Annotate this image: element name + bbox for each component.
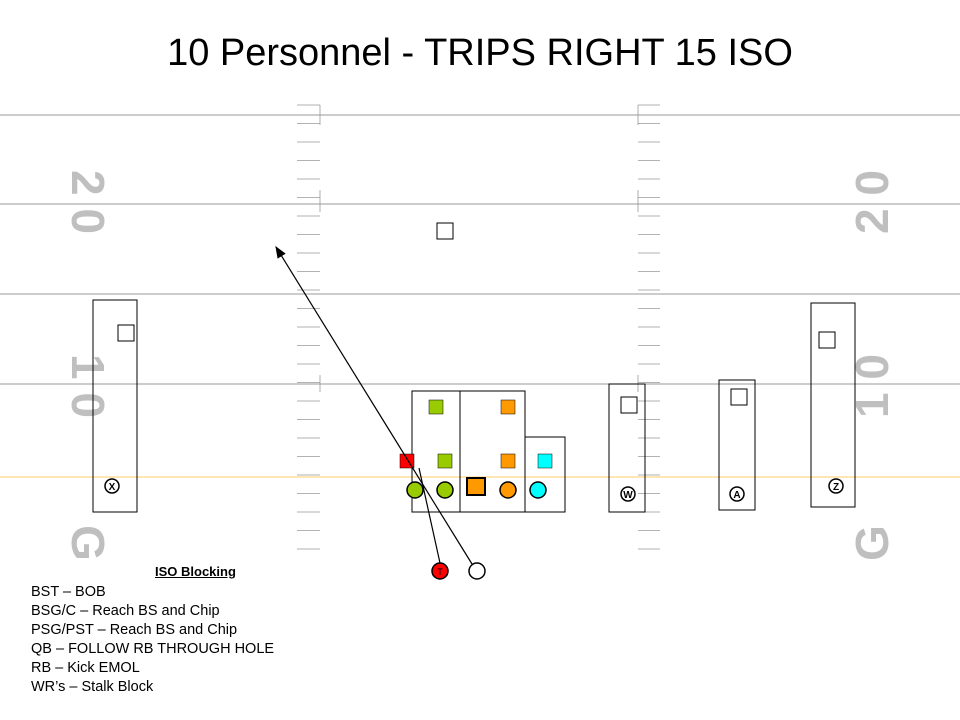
z-receiver: [828, 478, 844, 494]
hash-marks: [297, 104, 660, 550]
a-receiver-group: A: [718, 379, 756, 511]
x-zone-box: [92, 299, 138, 513]
yard-number-20-left: 2 0: [62, 170, 114, 234]
note-qb: QB – FOLLOW RB THROUGH HOLE: [31, 641, 275, 657]
w-receiver-label: W: [623, 490, 633, 501]
defender-end-playside: [537, 453, 553, 469]
x-receiver-label: X: [109, 482, 116, 493]
defender-corner-left: [117, 324, 135, 342]
defender-lb-playside: [500, 399, 516, 415]
te: [529, 481, 547, 499]
goal-letter-right: G: [846, 525, 898, 561]
ol-bst: [406, 481, 424, 499]
note-bst: BST – BOB: [31, 584, 106, 600]
defender-dt-playside: [500, 453, 516, 469]
ol-bsg: [436, 481, 454, 499]
defender-dt-backside: [437, 453, 453, 469]
a-receiver: [729, 486, 745, 502]
w-zone-box: [608, 383, 646, 513]
a-receiver-label: A: [733, 490, 740, 501]
interior-boxes: [411, 390, 566, 513]
yard-numbers-right: 2 0 1 0 G: [846, 170, 898, 561]
yard-lines: [0, 114, 960, 385]
z-receiver-label: Z: [833, 482, 839, 493]
defender-w: [620, 396, 638, 414]
blocking-notes: BST – BOB BSG/C – Reach BS and Chip PSG/…: [31, 583, 274, 697]
quarterback: [468, 562, 486, 580]
yard-numbers-left: 2 0 1 0 G: [62, 170, 114, 561]
z-receiver-group: Z: [810, 302, 856, 508]
defender-a: [730, 388, 748, 406]
diagram-title: 10 Personnel - TRIPS RIGHT 15 ISO: [167, 32, 793, 74]
yard-number-10-right: 1 0: [846, 354, 898, 418]
ol-center: [466, 477, 486, 496]
box-te: [524, 436, 566, 513]
qb-route: [275, 245, 473, 565]
goal-letter-left: G: [62, 525, 114, 561]
w-receiver-group: W: [608, 383, 646, 513]
defender-lb-backside: [428, 399, 444, 415]
w-receiver: [620, 486, 636, 502]
a-zone-box: [718, 379, 756, 511]
z-zone-box: [810, 302, 856, 508]
note-wr: WR’s – Stalk Block: [31, 679, 154, 695]
note-bsg-c: BSG/C – Reach BS and Chip: [31, 603, 220, 619]
defender-corner-right: [818, 331, 836, 349]
running-back-label: T: [437, 567, 443, 577]
yard-number-10-left: 1 0: [62, 354, 114, 418]
yard-number-20-right: 2 0: [846, 170, 898, 234]
x-receiver: [104, 478, 120, 494]
x-receiver-group: X: [92, 299, 138, 513]
note-psg-pst: PSG/PST – Reach BS and Chip: [31, 622, 238, 638]
note-rb: RB – Kick EMOL: [31, 660, 140, 676]
ol-psg: [499, 481, 517, 499]
notes-heading: ISO Blocking: [155, 564, 236, 579]
defender-safety: [436, 222, 454, 240]
